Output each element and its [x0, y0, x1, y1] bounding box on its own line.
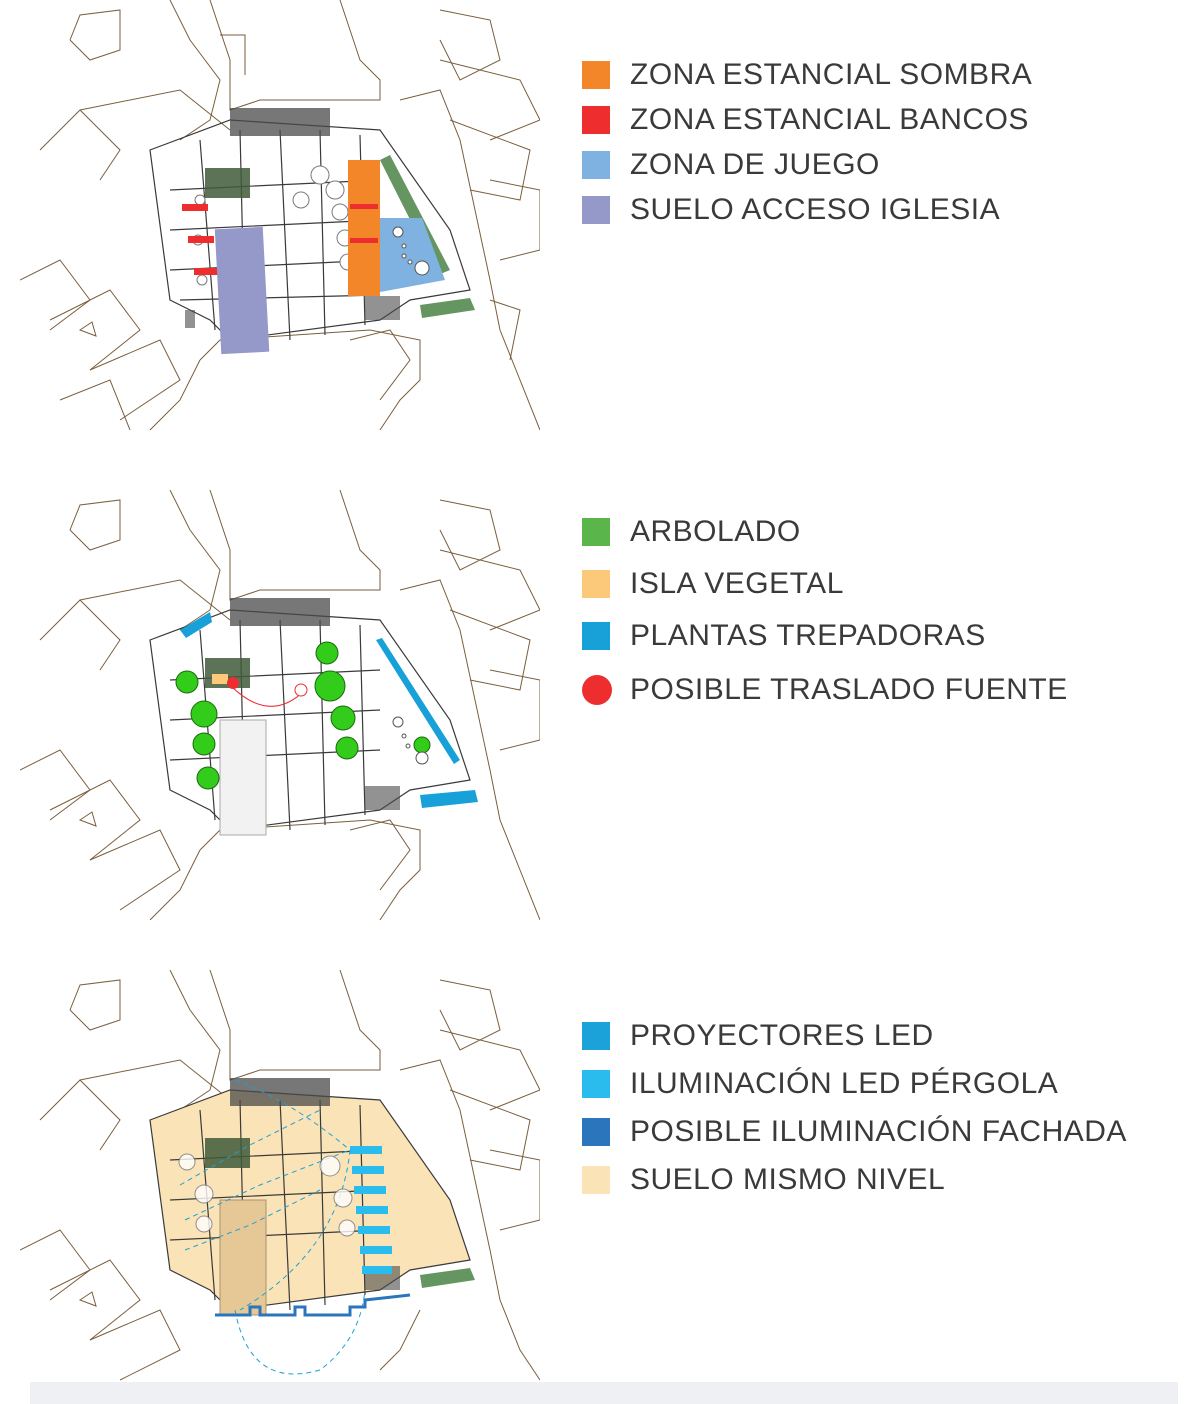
zona-juego-fill — [380, 218, 445, 292]
legend-label: ARBOLADO — [630, 515, 801, 548]
legend-item-traslado-fuente: POSIBLE TRASLADO FUENTE — [582, 662, 1068, 718]
church-stairs — [230, 598, 400, 810]
legend-label: SUELO MISMO NIVEL — [630, 1163, 946, 1196]
plan-base-lines — [20, 0, 540, 430]
church-stairs — [185, 108, 400, 328]
legend-vegetacion: ARBOLADO ISLA VEGETAL PLANTAS TREPADORAS… — [582, 506, 1068, 718]
swatch-blue — [582, 622, 610, 650]
site-plan-zonas — [20, 0, 540, 430]
legend-label: POSIBLE ILUMINACIÓN FACHADA — [630, 1115, 1127, 1148]
proyectores-led-beams — [179, 1079, 366, 1375]
arbolado-trees — [175, 641, 431, 790]
pavement-grid — [219, 1199, 267, 1316]
legend-item-zona-bancos: ZONA ESTANCIAL BANCOS — [582, 97, 1032, 142]
footer-strip — [30, 1382, 1178, 1404]
legend-label: ZONA ESTANCIAL BANCOS — [630, 102, 1029, 136]
vegetation-patches — [205, 155, 475, 318]
legend-zonas: ZONA ESTANCIAL SOMBRA ZONA ESTANCIAL BAN… — [582, 52, 1032, 232]
swatch-red — [582, 105, 610, 134]
swatch-red-dot — [582, 675, 612, 705]
legend-item-isla-vegetal: ISLA VEGETAL — [582, 558, 1068, 610]
swatch-dark-blue — [582, 1118, 610, 1146]
swatch-orange — [582, 60, 610, 89]
legend-item-zona-sombra: ZONA ESTANCIAL SOMBRA — [582, 52, 1032, 97]
legend-label: ILUMINACIÓN LED PÉRGOLA — [630, 1067, 1059, 1100]
zona-bancos-fill — [182, 204, 378, 275]
legend-item-proyectores-led: PROYECTORES LED — [582, 1012, 1127, 1060]
swatch-light-orange — [582, 570, 610, 598]
legend-label: PLANTAS TREPADORAS — [630, 619, 986, 652]
pergola-led — [350, 1146, 392, 1274]
site-plan-vegetacion — [20, 490, 540, 920]
legend-item-suelo-iglesia: SUELO ACCESO IGLESIA — [582, 187, 1032, 232]
fountain-arc — [227, 677, 308, 707]
fachada-lighting — [215, 1293, 411, 1317]
play-elements — [392, 716, 429, 765]
tree-symbols — [192, 165, 357, 286]
swatch-green — [582, 518, 610, 546]
legend-item-plantas-trepadoras: PLANTAS TREPADORAS — [582, 610, 1068, 662]
vegetation-patches — [205, 1138, 475, 1288]
pavement-grid — [219, 719, 267, 836]
site-plan-iluminacion — [20, 970, 540, 1381]
plan-base-lines — [20, 970, 540, 1381]
legend-item-arbolado: ARBOLADO — [582, 506, 1068, 558]
swatch-sky-blue — [582, 1070, 610, 1098]
suelo-iglesia-fill — [214, 226, 270, 355]
legend-label: POSIBLE TRASLADO FUENTE — [630, 673, 1068, 706]
swatch-light-blue — [582, 150, 610, 179]
legend-label: ISLA VEGETAL — [630, 567, 844, 600]
swatch-beige — [582, 1166, 610, 1194]
plan-base-lines — [20, 490, 540, 920]
legend-label: ZONA DE JUEGO — [630, 147, 880, 181]
legend-label: PROYECTORES LED — [630, 1019, 934, 1052]
legend-item-suelo-mismo-nivel: SUELO MISMO NIVEL — [582, 1156, 1127, 1204]
legend-label: ZONA ESTANCIAL SOMBRA — [630, 57, 1033, 91]
legend-item-iluminacion-pergola: ILUMINACIÓN LED PÉRGOLA — [582, 1060, 1127, 1108]
legend-iluminacion: PROYECTORES LED ILUMINACIÓN LED PÉRGOLA … — [582, 1012, 1127, 1204]
tree-symbols — [178, 1153, 356, 1237]
plantas-trepadoras — [180, 612, 478, 808]
plaza-outline — [149, 119, 471, 346]
legend-item-zona-juego: ZONA DE JUEGO — [582, 142, 1032, 187]
zona-sombra-fill — [348, 160, 380, 296]
swatch-cyan — [582, 1022, 610, 1050]
legend-label: SUELO ACCESO IGLESIA — [630, 192, 1001, 226]
legend-item-iluminacion-fachada: POSIBLE ILUMINACIÓN FACHADA — [582, 1108, 1127, 1156]
swatch-lavender — [582, 195, 610, 224]
